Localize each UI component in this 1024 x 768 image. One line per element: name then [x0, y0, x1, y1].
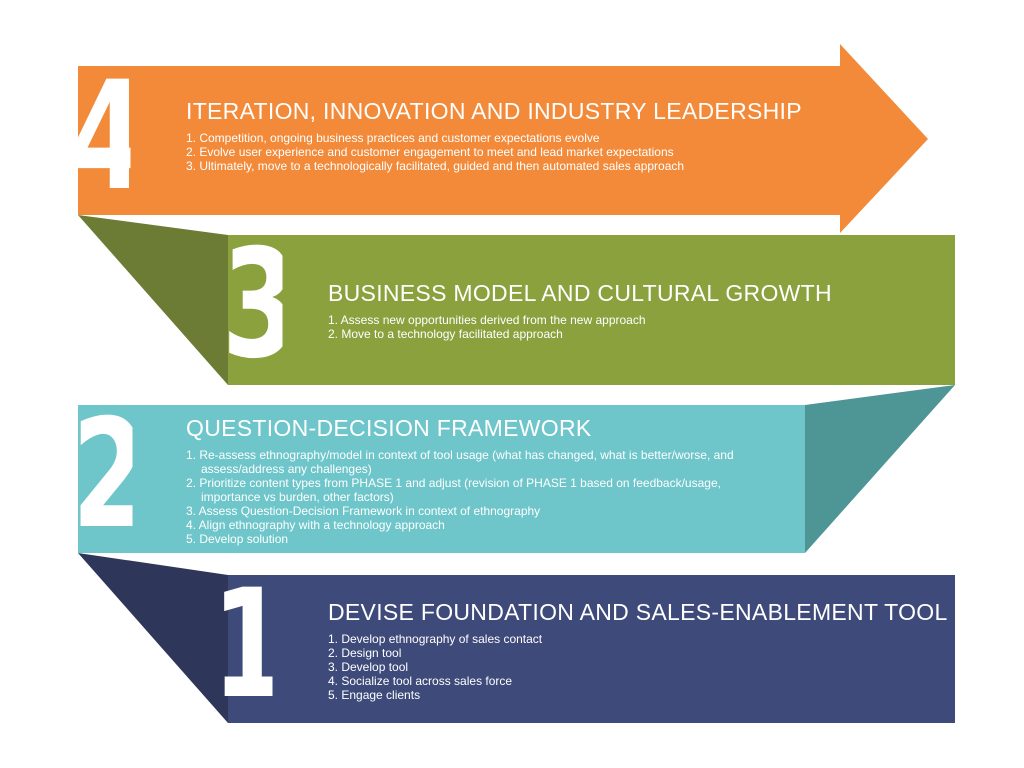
- phase-4-title: ITERATION, INNOVATION AND INDUSTRY LEADE…: [186, 98, 802, 124]
- fold-phase-3: [78, 215, 228, 385]
- phase-1-list: 1. Develop ethnography of sales contact …: [328, 632, 943, 702]
- fold-phase-1: [78, 553, 228, 723]
- band-phase-1: [228, 575, 955, 723]
- phase-2-number: 2: [72, 400, 132, 553]
- phase-3-content: BUSINESS MODEL AND CULTURAL GROWTH 1. As…: [328, 279, 928, 341]
- phase-4-list: 1. Competition, ongoing business practic…: [186, 131, 826, 173]
- phase-3-number: 3: [222, 230, 282, 385]
- phase-2-title: QUESTION-DECISION FRAMEWORK: [186, 415, 592, 441]
- list-item: 4. Socialize tool across sales force: [328, 674, 513, 688]
- phase-4-content: ITERATION, INNOVATION AND INDUSTRY LEADE…: [186, 97, 826, 173]
- phase-2-content: QUESTION-DECISION FRAMEWORK 1. Re-assess…: [186, 414, 766, 546]
- band-phase-3: [228, 235, 955, 385]
- list-item: 2. Design tool: [328, 646, 402, 660]
- phase-3-list: 1. Assess new opportunities derived from…: [328, 313, 928, 341]
- list-item: 2. Move to a technology facilitated appr…: [328, 327, 563, 341]
- list-item: 3. Ultimately, move to a technologically…: [186, 159, 685, 173]
- list-item: 2. Evolve user experience and customer e…: [186, 145, 674, 159]
- list-item: 5. Develop solution: [186, 532, 289, 546]
- list-item: 1. Develop ethnography of sales contact: [328, 632, 543, 646]
- fold-phase-2: [805, 385, 955, 553]
- phase-4-number: 4: [70, 62, 130, 215]
- list-item: 1. Re-assess ethnography/model in contex…: [186, 448, 734, 476]
- list-item: 3. Develop tool: [328, 660, 409, 674]
- band-phase-2: [78, 405, 805, 553]
- list-item: 1. Competition, ongoing business practic…: [186, 131, 600, 145]
- list-item: 2. Prioritize content types from PHASE 1…: [186, 476, 721, 504]
- list-item: 3. Assess Question-Decision Framework in…: [186, 504, 541, 518]
- phase-2-list: 1. Re-assess ethnography/model in contex…: [186, 448, 766, 546]
- phase-1-title: DEVISE FOUNDATION AND SALES-ENABLEMENT T…: [328, 599, 948, 625]
- band-phase-4: [78, 44, 928, 233]
- phase-3-title: BUSINESS MODEL AND CULTURAL GROWTH: [328, 280, 832, 306]
- phase-1-number: 1: [212, 570, 272, 723]
- phase-1-content: DEVISE FOUNDATION AND SALES-ENABLEMENT T…: [328, 598, 948, 702]
- list-item: 4. Align ethnography with a technology a…: [186, 518, 445, 532]
- list-item: 1. Assess new opportunities derived from…: [328, 313, 646, 327]
- list-item: 5. Engage clients: [328, 688, 421, 702]
